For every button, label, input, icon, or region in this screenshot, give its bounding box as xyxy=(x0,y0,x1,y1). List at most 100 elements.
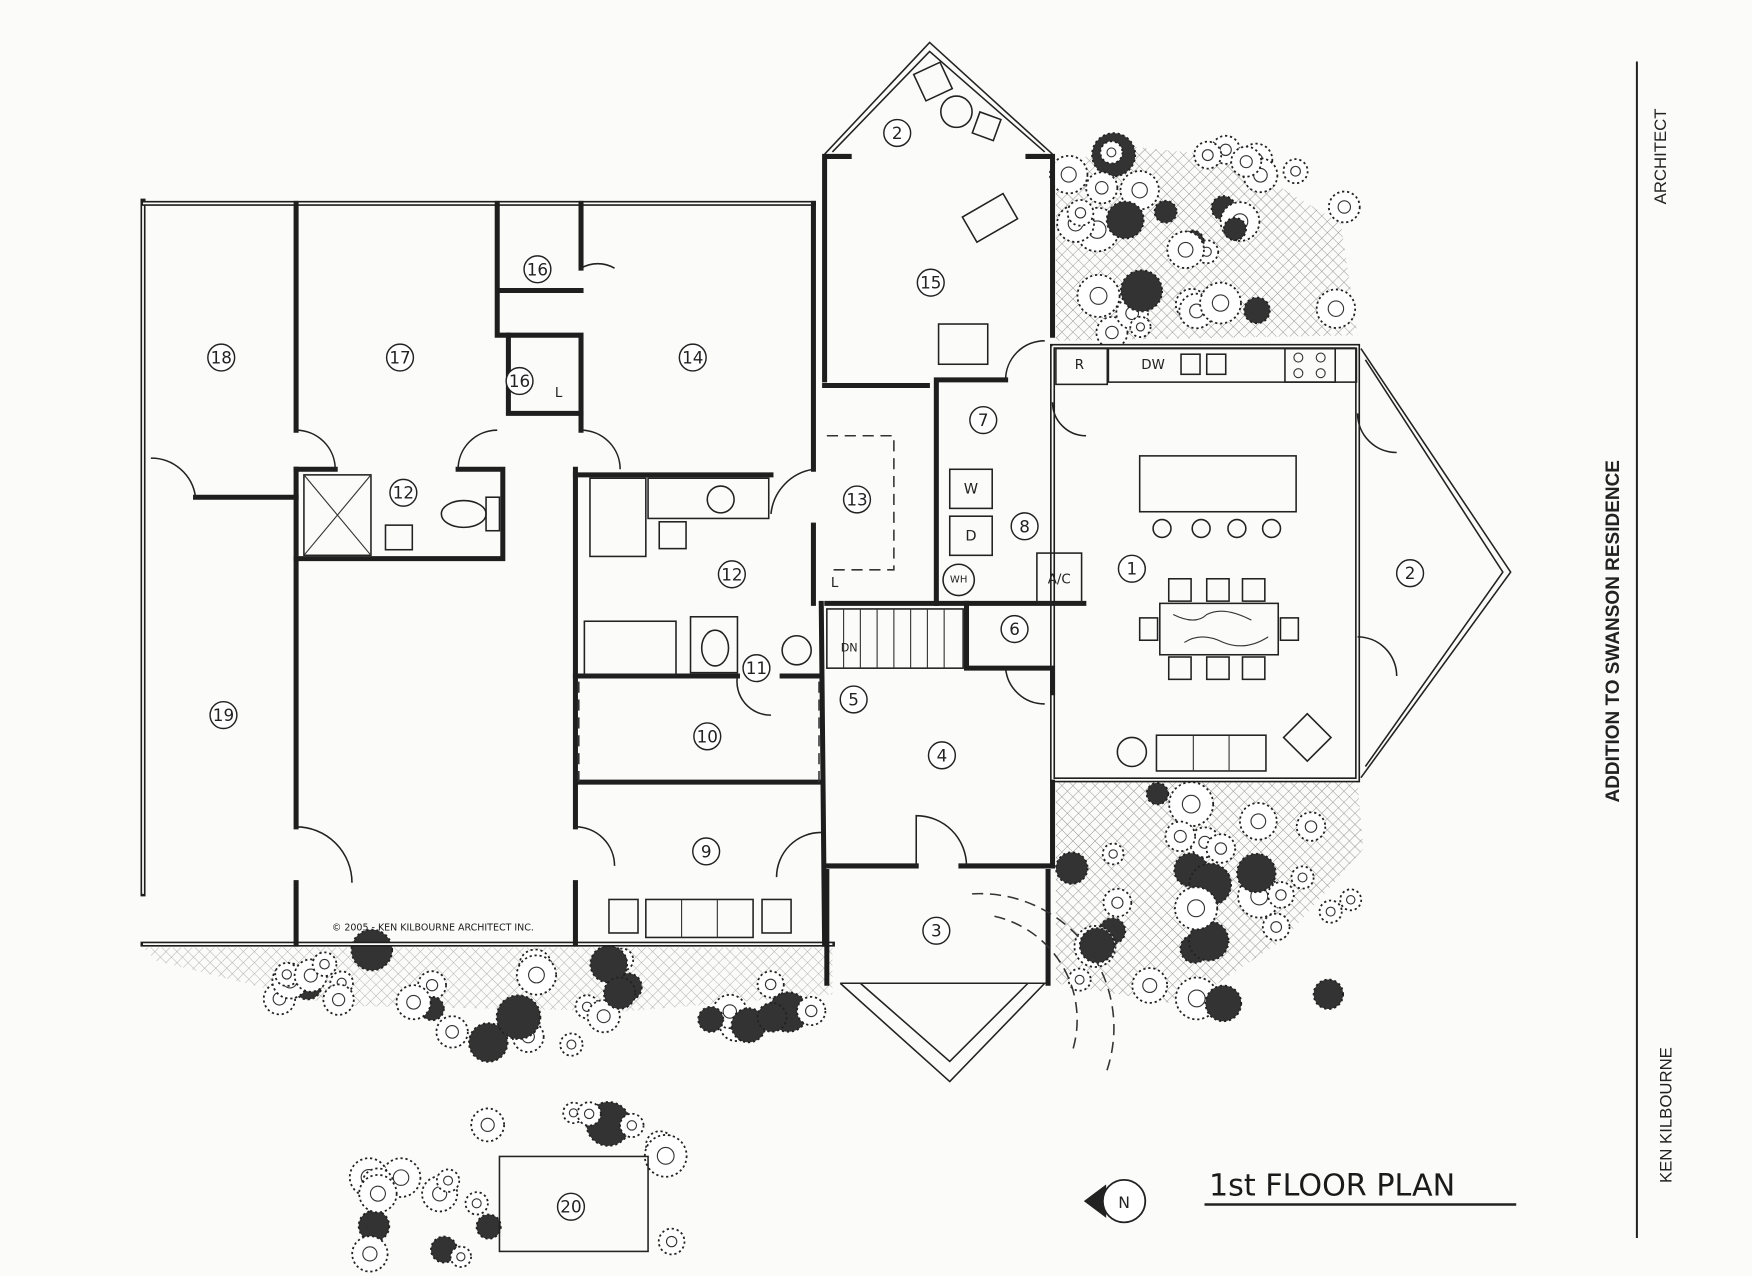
room-20: 20 xyxy=(556,1192,586,1221)
north-label: N xyxy=(1118,1193,1130,1212)
room-17: 17 xyxy=(385,343,415,372)
linen-closet-label: L xyxy=(831,576,839,591)
room-10: 10 xyxy=(693,722,722,751)
room-number: 2 xyxy=(1405,563,1416,583)
room-14: 14 xyxy=(678,343,707,372)
room-13: 13 xyxy=(842,485,872,514)
door-swings xyxy=(150,262,1398,883)
tree-icon xyxy=(1222,216,1247,242)
tree-icon xyxy=(435,1015,469,1049)
tree-icon xyxy=(449,1245,472,1268)
room-labels: 1 2 2 3 4 5 6 7 8 9 10 11 12 12 13 14 15… xyxy=(207,118,1425,1221)
tree-icon xyxy=(1085,171,1119,205)
landscape-trees xyxy=(262,132,1363,1273)
tree-icon xyxy=(1105,200,1145,240)
tree-icon xyxy=(1095,316,1129,349)
tree-icon xyxy=(756,970,785,999)
tree-icon xyxy=(1067,967,1092,992)
tree-icon xyxy=(1174,886,1219,931)
room-number: 19 xyxy=(213,705,234,725)
dryer-label: D xyxy=(965,528,976,544)
room-5: 5 xyxy=(839,685,868,714)
north-arrow-pointer xyxy=(1083,1184,1107,1218)
room-number: 8 xyxy=(1019,516,1030,536)
tree-icon xyxy=(1119,170,1160,211)
room-16-top: 16 xyxy=(523,255,552,284)
room-number: 15 xyxy=(920,273,941,293)
tree-icon xyxy=(1239,802,1278,841)
room-11: 11 xyxy=(742,654,771,683)
tree-icon xyxy=(1193,140,1223,170)
room-number: 12 xyxy=(393,483,414,503)
tree-icon xyxy=(1290,865,1315,890)
tree-icon xyxy=(435,1168,461,1193)
room-number: 6 xyxy=(1009,619,1020,639)
tree-icon xyxy=(1236,852,1277,894)
room-number: 2 xyxy=(892,123,903,143)
room-number: 3 xyxy=(931,921,942,941)
tree-icon xyxy=(358,1174,398,1214)
architect-role: ARCHITECT xyxy=(1651,108,1670,204)
tree-icon xyxy=(1049,154,1089,195)
tree-icon xyxy=(495,994,542,1040)
tree-icon xyxy=(350,928,394,972)
tree-icon xyxy=(515,954,558,996)
room-2-top: 2 xyxy=(883,118,912,148)
tree-icon xyxy=(1282,158,1309,185)
room-number: 18 xyxy=(211,348,232,368)
ac-label: A/C xyxy=(1048,572,1071,587)
north-arrow: N xyxy=(1083,1179,1147,1224)
fixtures xyxy=(303,61,1358,1253)
water-heater-label: WH xyxy=(950,574,968,585)
tree-icon xyxy=(470,1107,506,1143)
tree-icon xyxy=(1168,781,1215,828)
tree-icon xyxy=(1145,782,1170,806)
tree-icon xyxy=(1295,811,1327,842)
stair-down-label: DN xyxy=(841,642,858,655)
room-7: 7 xyxy=(969,405,998,435)
room-number: 17 xyxy=(389,348,410,368)
tree-icon xyxy=(603,976,637,1010)
tree-icon xyxy=(1099,140,1124,165)
tree-icon xyxy=(1339,888,1363,912)
linen-closet-label: L xyxy=(555,386,563,401)
tree-icon xyxy=(657,1227,686,1256)
tree-icon xyxy=(1243,296,1271,325)
dishwasher-label: DW xyxy=(1141,358,1165,373)
tree-icon xyxy=(1327,190,1361,224)
room-16-bottom: 16 xyxy=(505,366,534,396)
plan-title: 1st FLOOR PLAN xyxy=(1209,1169,1455,1204)
room-number: 9 xyxy=(701,841,712,861)
title-block: ARCHITECT ADDITION TO SWANSON RESIDENCE … xyxy=(1603,61,1676,1239)
tree-icon xyxy=(395,984,432,1021)
room-number: 16 xyxy=(527,259,548,279)
tree-icon xyxy=(1312,978,1345,1010)
tree-icon xyxy=(311,951,338,977)
tree-icon xyxy=(697,1006,725,1033)
room-number: 11 xyxy=(746,658,767,678)
fixture-labels: R DW W D WH A/C DN L L xyxy=(555,358,1165,655)
room-1: 1 xyxy=(1117,554,1147,583)
room-number: 16 xyxy=(509,371,530,391)
tree-icon xyxy=(1101,842,1125,866)
tree-icon xyxy=(619,1112,645,1138)
room-12-left: 12 xyxy=(389,478,418,507)
tree-icon xyxy=(464,1191,489,1216)
room-2-right: 2 xyxy=(1395,559,1425,588)
refrigerator-label: R xyxy=(1075,358,1084,373)
tree-icon xyxy=(475,1213,502,1240)
tree-icon xyxy=(576,1101,602,1127)
tree-icon xyxy=(1315,288,1357,329)
room-19: 19 xyxy=(209,700,238,730)
room-number: 14 xyxy=(682,348,703,368)
room-number: 4 xyxy=(937,745,948,765)
room-15: 15 xyxy=(916,268,945,297)
tree-icon xyxy=(1261,912,1291,942)
tree-icon xyxy=(1164,820,1197,853)
room-number: 1 xyxy=(1127,559,1138,579)
tree-icon xyxy=(1318,899,1343,924)
room-number: 5 xyxy=(848,689,859,709)
tree-icon xyxy=(1230,145,1263,178)
room-number: 12 xyxy=(721,564,742,584)
